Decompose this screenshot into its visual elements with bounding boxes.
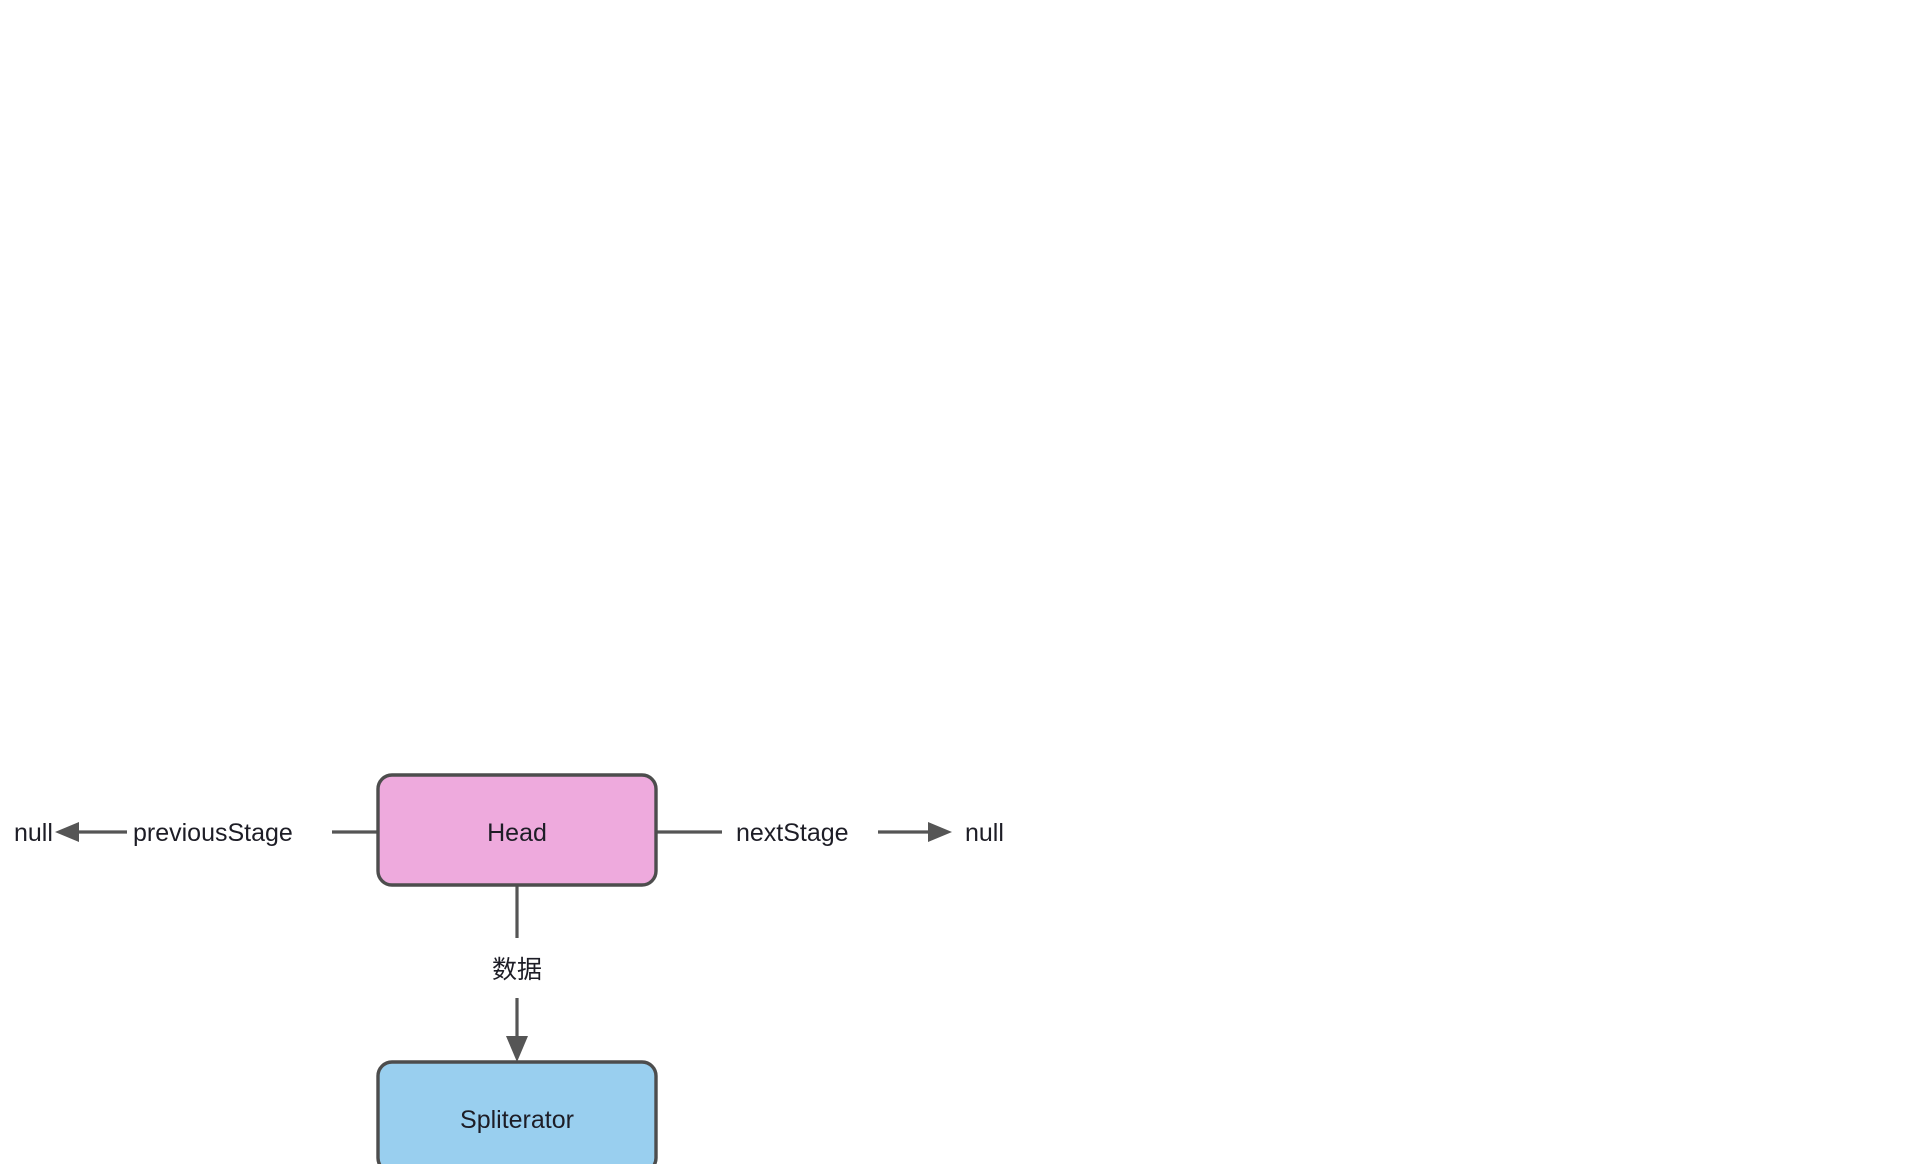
edge-next-stage-arrowhead-icon [928,822,952,842]
node-head-shape[interactable] [376,773,658,887]
edge-label-data: 数据 [492,955,542,984]
node-spliterator-shape[interactable] [376,1060,658,1164]
edge-label-previous-stage: previousStage [133,819,293,847]
node-spliterator-label: Spliterator [460,1106,574,1134]
node-head-label: Head [487,819,547,847]
node-spliterator[interactable]: Spliterator [376,1060,658,1164]
edge-previous-stage [55,822,379,842]
edge-next-stage [655,822,952,842]
edge-data [506,885,528,1062]
terminal-label-null-right: null [965,819,1004,847]
edge-data-arrowhead-icon [506,1036,528,1062]
node-head[interactable]: Head [376,773,658,887]
edge-previous-stage-arrowhead-icon [55,822,79,842]
terminal-label-null-left: null [14,819,53,847]
edge-label-next-stage: nextStage [736,819,849,847]
